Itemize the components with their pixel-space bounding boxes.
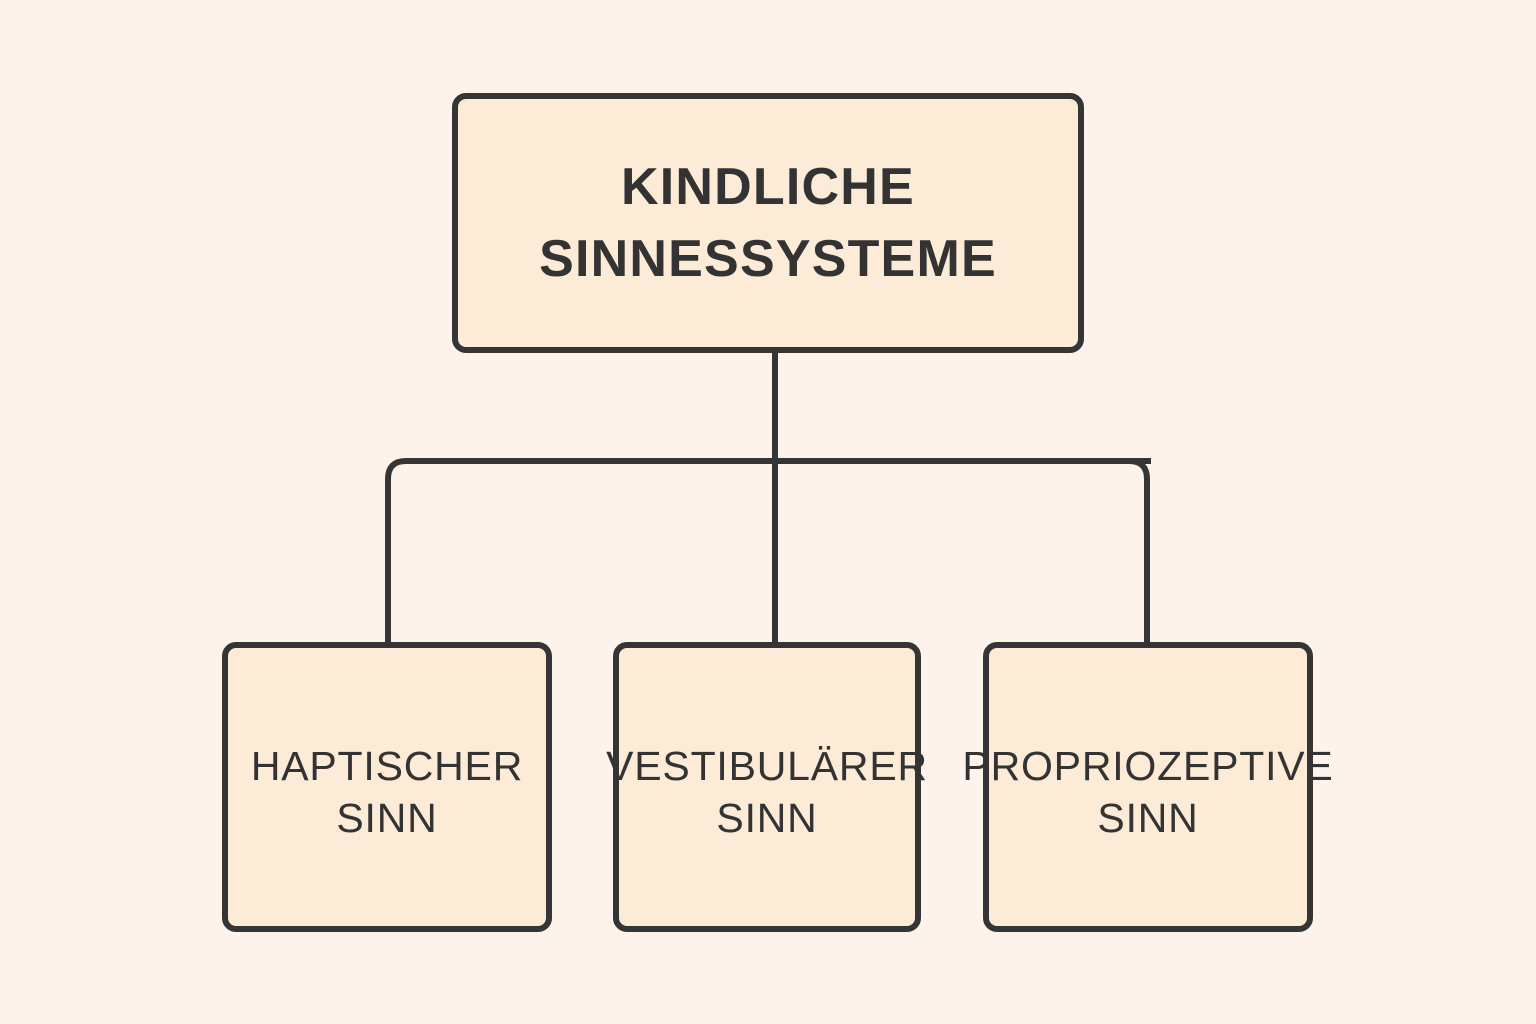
connector-bus-right [775,458,1150,642]
node-vestibulaerer-sinn[interactable]: VESTIBULÄRER SINN [606,642,927,932]
node-haptischer-sinn[interactable]: HAPTISCHER SINN [222,642,552,932]
node-haptischer-sinn-label: HAPTISCHER SINN [250,743,524,841]
node-propriozeptive-sinn[interactable]: PROPRIOZEPTIVE SINN [962,642,1333,932]
connector-bus-left [385,458,1151,642]
node-root-label: KINDLICHE SINNESSYSTEME [539,158,997,288]
node-vestibulaerer-sinn-label: VESTIBULÄRER SINN [606,743,928,841]
node-root[interactable]: KINDLICHE SINNESSYSTEME [452,93,1084,353]
node-propriozeptive-sinn-label: PROPRIOZEPTIVE SINN [962,743,1334,841]
